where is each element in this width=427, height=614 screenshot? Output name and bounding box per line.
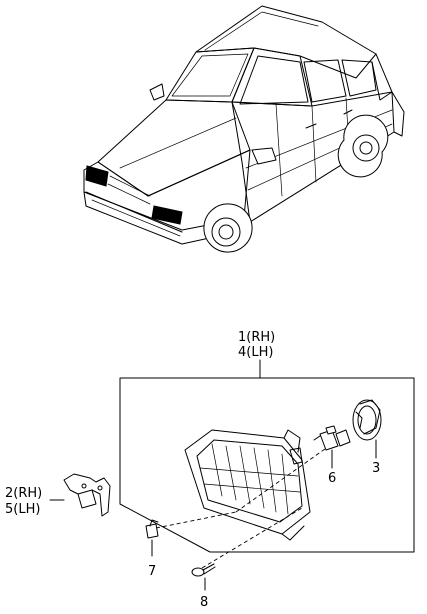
label-3: 3 xyxy=(372,461,380,476)
bulb-cover xyxy=(352,399,382,459)
label-7: 7 xyxy=(148,564,156,579)
label-2-rh: 2(RH) xyxy=(5,486,42,501)
label-8: 8 xyxy=(200,595,208,610)
headlamp-assembly xyxy=(184,429,311,541)
label-4-lh: 4(LH) xyxy=(238,345,273,360)
label-6: 6 xyxy=(328,471,336,486)
screw xyxy=(191,563,216,591)
bulb xyxy=(313,425,351,469)
label-5-lh: 5(LH) xyxy=(5,502,40,517)
clip xyxy=(145,519,159,557)
bracket xyxy=(49,473,111,517)
guide-line-bulb xyxy=(235,443,333,513)
label-1-rh: 1(RH) xyxy=(238,330,275,345)
car-illustration xyxy=(83,5,405,253)
guide-line-screw xyxy=(201,507,303,569)
assembly-frame xyxy=(119,359,415,553)
